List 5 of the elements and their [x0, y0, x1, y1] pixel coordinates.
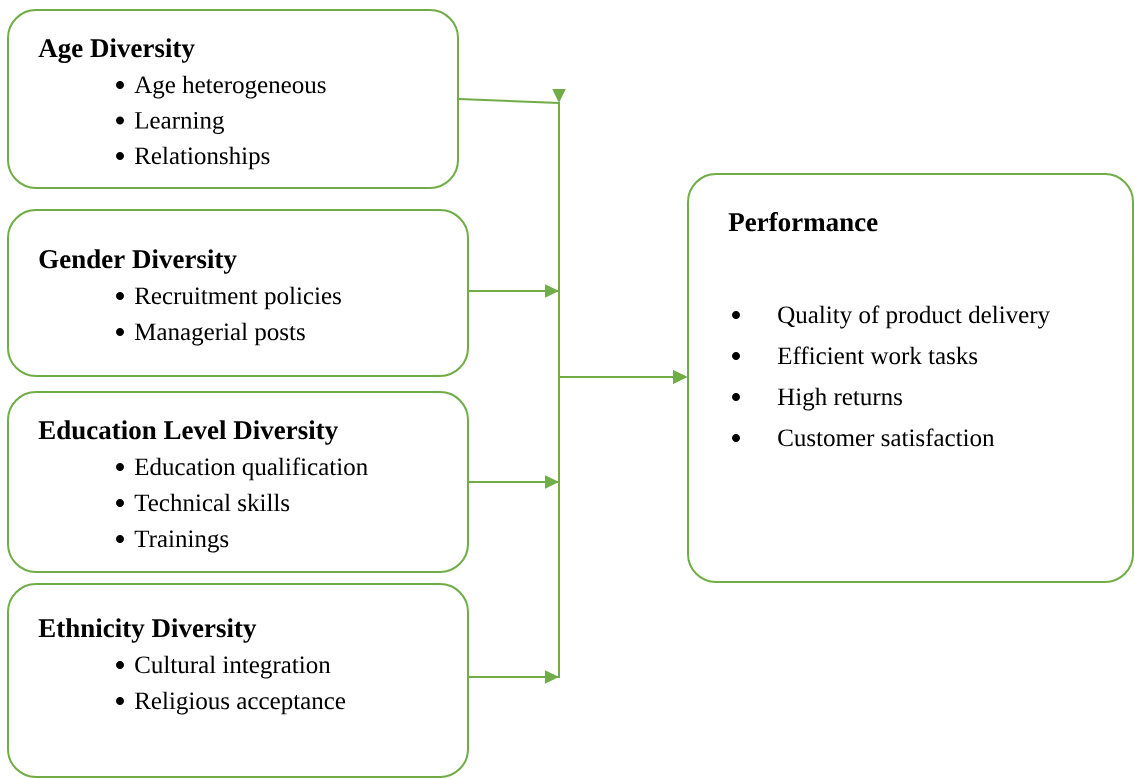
- text-box: Ethnicity Diversity Cultural integration Religious acceptance: [7, 583, 469, 778]
- text-box: Performance Quality of product delivery Efficient work tasks High returns Customer satisfaction: [687, 173, 1134, 583]
- text-box: Gender Diversity Recruitment policies Managerial posts: [7, 209, 469, 377]
- text-box: Education Level Diversity Education qualification Technical skills Trainings: [7, 391, 469, 573]
- text-box: Age Diversity Age heterogeneous Learning Relationships: [7, 9, 459, 189]
